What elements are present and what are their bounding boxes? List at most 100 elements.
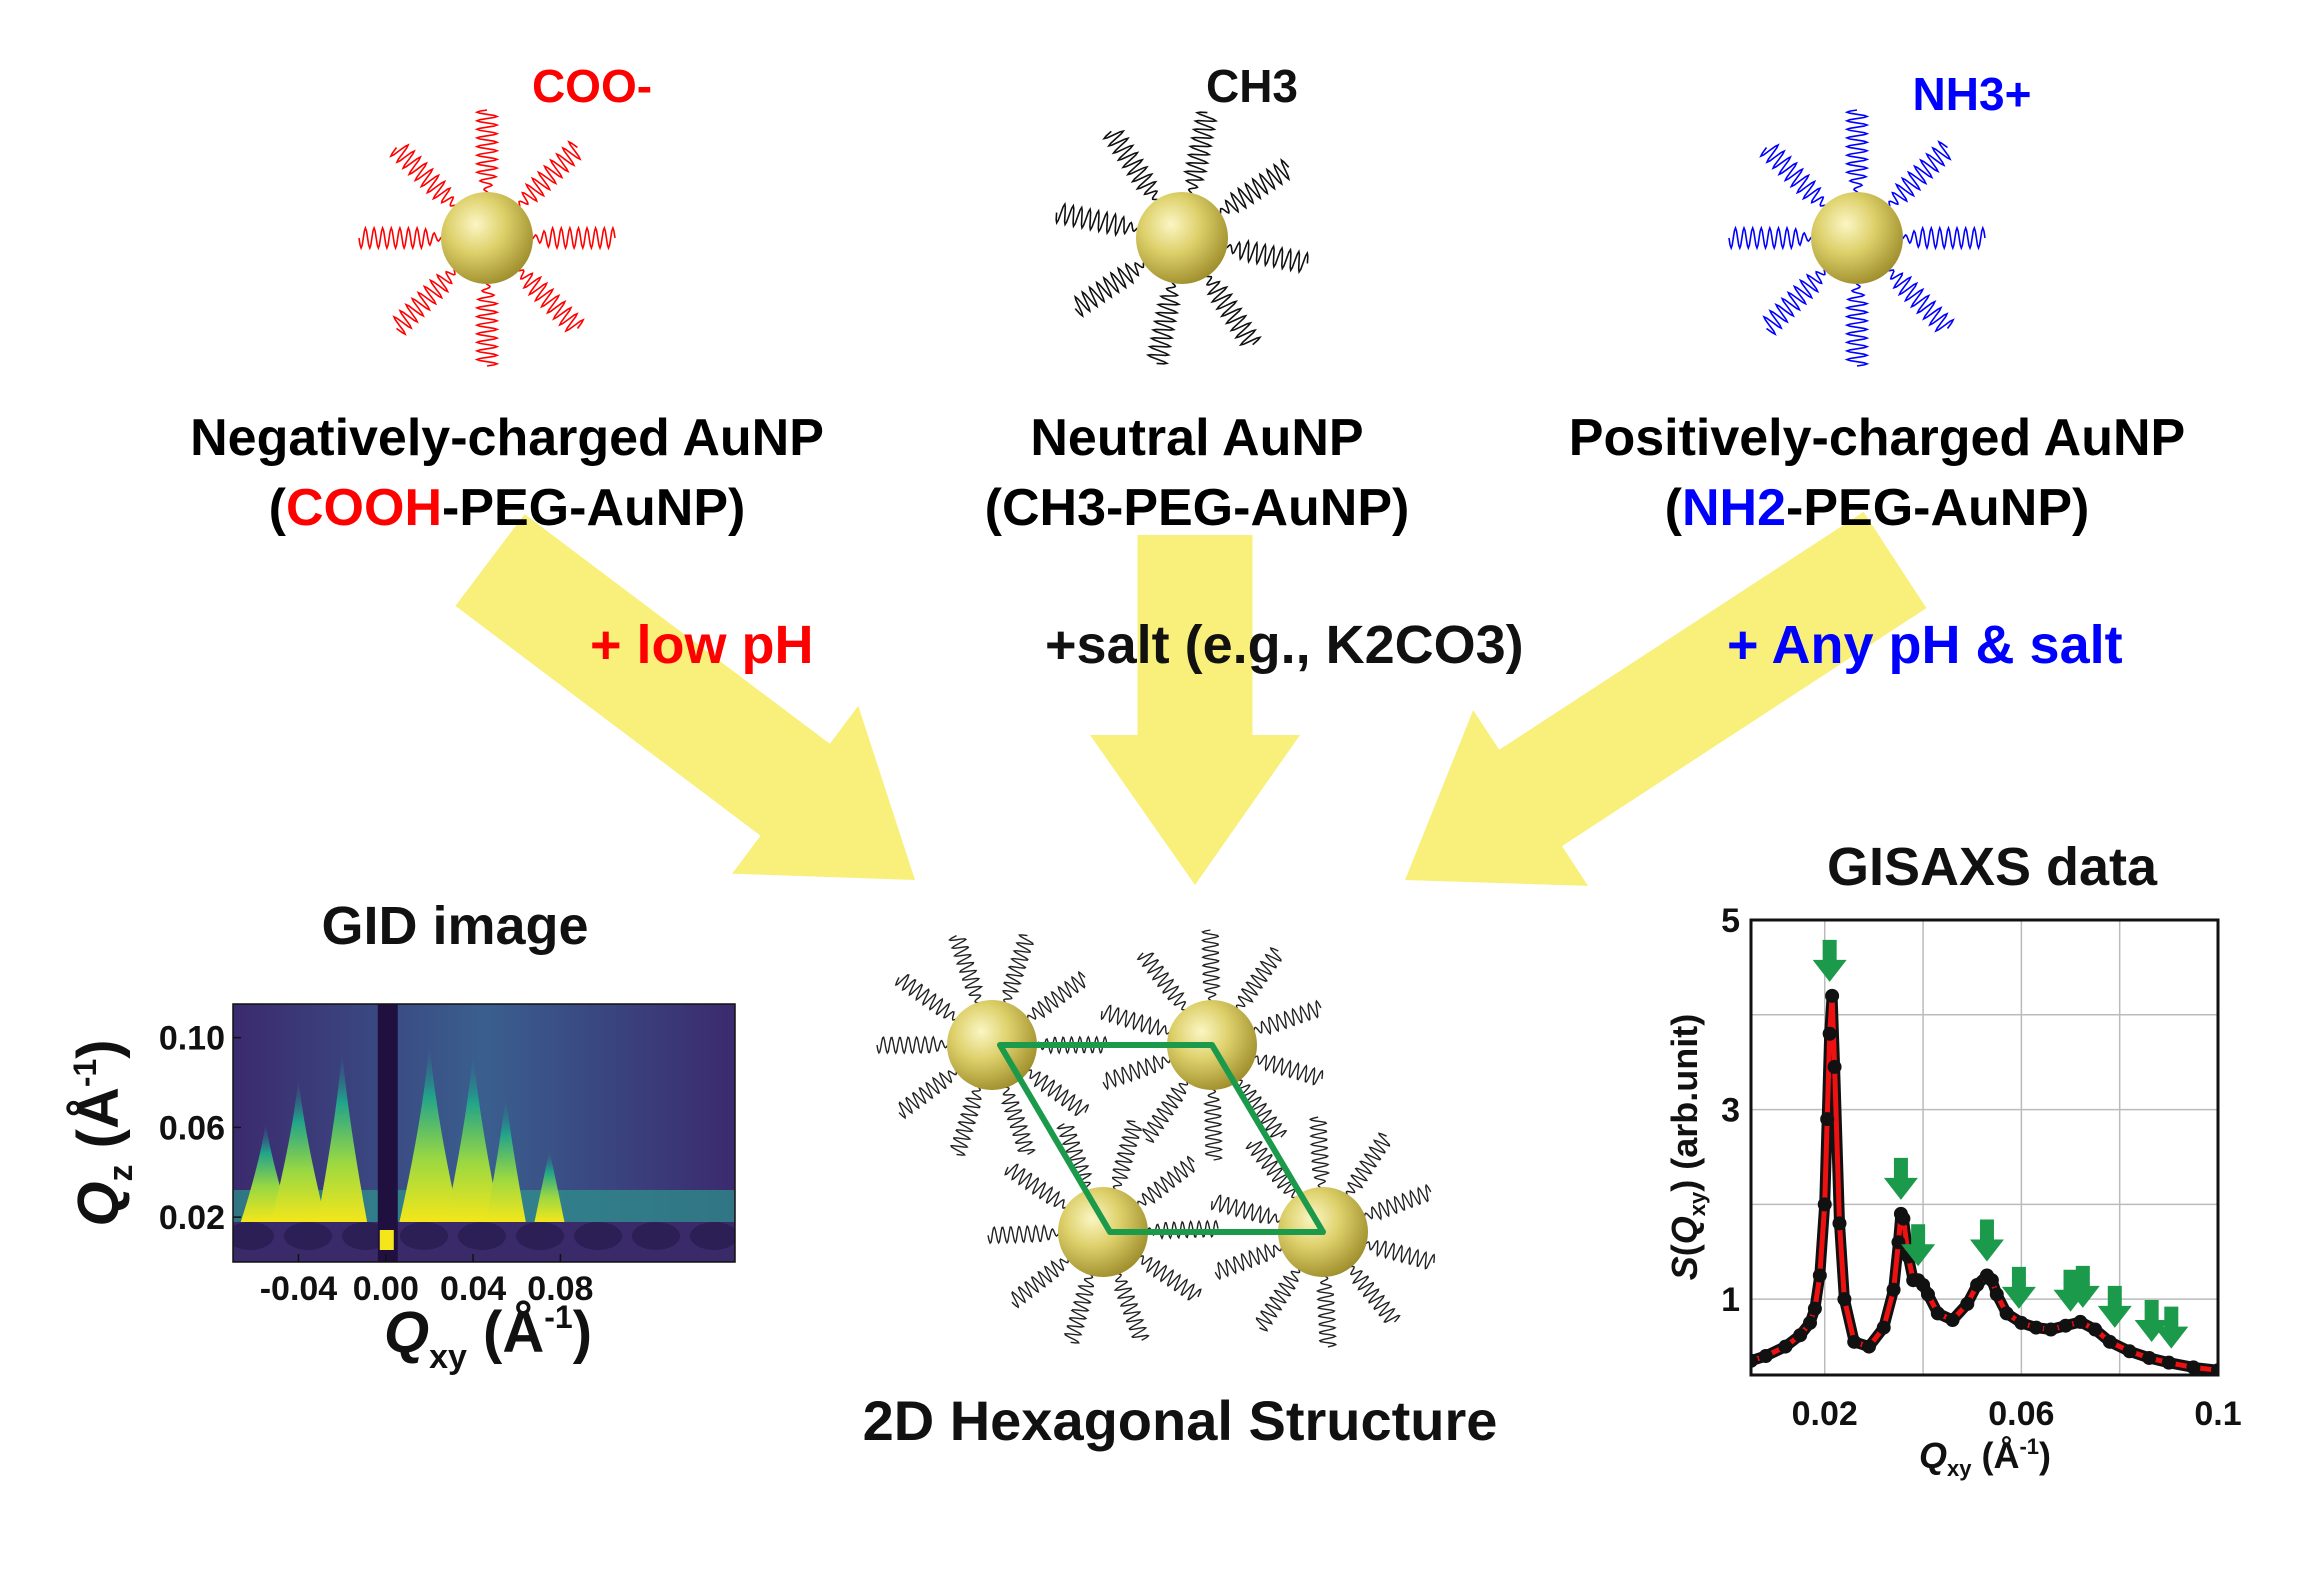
peg-chain	[1145, 278, 1182, 365]
gold-nanoparticle	[1136, 192, 1228, 284]
gid-dark-blob	[284, 1222, 332, 1250]
gid-x-axis-label: Qxy (Å-1)	[384, 1299, 592, 1376]
unit-cell-rhombus	[997, 1042, 1326, 1235]
peg-chain	[1055, 201, 1142, 238]
peg-chain	[1000, 1083, 1036, 1156]
gold-nanoparticle	[441, 192, 533, 284]
gid-dark-blob	[632, 1222, 680, 1250]
peg-chain	[1762, 266, 1828, 336]
peak-marker-arrow	[2097, 1285, 2132, 1328]
gid-bragg-rod	[270, 1078, 326, 1222]
gid-bragg-rod	[445, 1051, 501, 1222]
peg-chain	[1255, 1264, 1302, 1332]
subtitle-negative-open: (	[269, 479, 287, 537]
hexagonal-structure	[876, 929, 1436, 1348]
data-point	[2186, 1360, 2201, 1375]
peg-chain	[1056, 1123, 1093, 1195]
x-tick-label: 0.06	[1988, 1395, 2054, 1433]
peg-chain	[1073, 260, 1148, 318]
peg-chain	[1100, 1004, 1175, 1036]
data-point	[1999, 1306, 2014, 1321]
peg-chain	[1134, 1155, 1195, 1209]
particle-neutral	[1055, 111, 1309, 365]
data-point	[1945, 1313, 1960, 1328]
hex-chains	[876, 929, 1436, 1348]
subtitle-positive-open: (	[1665, 479, 1683, 537]
peg-chain	[1142, 1077, 1190, 1144]
peg-chain	[474, 279, 500, 367]
peg-chain	[1844, 109, 1870, 197]
structure-label: 2D Hexagonal Structure	[863, 1389, 1498, 1452]
gid-frame	[232, 1003, 736, 1263]
peg-chain	[1111, 1120, 1142, 1194]
y-tick-label: 5	[1721, 902, 1740, 940]
gid-y-axis-label: Qz (Å-1)	[66, 1039, 140, 1226]
peg-chain	[1102, 1054, 1175, 1091]
data-point	[2161, 1355, 2176, 1370]
particle-positive	[1728, 109, 1986, 367]
peg-chain	[948, 934, 984, 1007]
data-point	[2058, 1318, 2073, 1333]
end-group-negative: COO-	[532, 60, 652, 112]
peg-chain	[876, 1035, 953, 1055]
chart-peak-markers	[1812, 939, 2189, 1349]
peg-chain	[1102, 129, 1160, 204]
y-tick-label: 1	[1721, 1281, 1740, 1319]
chart-x-axis-label: Qxy (Å-1)	[1919, 1434, 2051, 1481]
particle-negative	[358, 109, 616, 367]
peak-marker-arrow	[1883, 1157, 1918, 1200]
peg-chain	[1728, 225, 1816, 251]
peg-chain	[898, 1067, 960, 1120]
data-point	[1793, 1328, 1808, 1343]
subtitle-negative-rest: -PEG-AuNP)	[442, 479, 745, 537]
chart-y-axis-label: S(Qxy) (arb.unit)	[1664, 1014, 1710, 1280]
peg-chain	[1214, 1243, 1286, 1281]
gid-bragg-rod	[485, 1096, 526, 1222]
data-point	[2073, 1314, 2088, 1329]
data-point	[2122, 1344, 2137, 1359]
data-point	[1758, 1349, 1773, 1364]
peg-chain	[1216, 158, 1291, 216]
peg-chain	[1023, 1068, 1090, 1116]
subtitle-negative-highlight: COOH	[286, 479, 442, 537]
data-point	[1847, 1334, 1862, 1349]
peg-chain	[1898, 225, 1986, 251]
gid-y-tick-label: 0.06	[159, 1109, 225, 1147]
gid-dark-blob	[233, 1222, 274, 1250]
peg-chain	[1136, 952, 1189, 1014]
peg-chain	[358, 225, 446, 251]
data-point	[1778, 1339, 1793, 1354]
peg-chain	[1308, 1116, 1331, 1193]
data-point	[1832, 1216, 1847, 1231]
data-point	[1812, 1268, 1827, 1283]
data-point	[2029, 1320, 2044, 1335]
peg-chain	[1249, 999, 1322, 1036]
peg-chain	[1361, 1239, 1436, 1270]
peg-chain	[1886, 140, 1952, 210]
peg-chain	[1064, 1270, 1095, 1344]
peg-chain	[1234, 946, 1282, 1013]
peak-marker-arrow	[2154, 1306, 2189, 1349]
chart-series-layer	[1751, 988, 2218, 1375]
peg-chain	[1360, 1183, 1432, 1221]
condition-neutral: +salt (e.g., K2CO3)	[1045, 615, 1524, 675]
x-tick-label: 0.1	[2194, 1395, 2241, 1433]
peg-chain	[1203, 1084, 1224, 1161]
data-point	[2142, 1350, 2157, 1365]
gid-y-tick-label: 0.10	[159, 1020, 225, 1058]
peg-chain	[474, 109, 500, 197]
end-group-positive: NH3+	[1913, 68, 2032, 120]
gid-dark-blob	[574, 1222, 622, 1250]
peg-chain	[1113, 1269, 1150, 1341]
peg-chain	[516, 140, 582, 210]
peg-chain	[515, 267, 585, 333]
data-point	[1751, 1353, 1758, 1368]
peg-chain	[894, 974, 961, 1022]
data-point	[2102, 1334, 2117, 1349]
chart-frame	[1749, 918, 2220, 1377]
gid-bragg-rod	[534, 1150, 565, 1222]
peg-chain	[392, 266, 458, 336]
gid-title: GID image	[321, 896, 588, 956]
